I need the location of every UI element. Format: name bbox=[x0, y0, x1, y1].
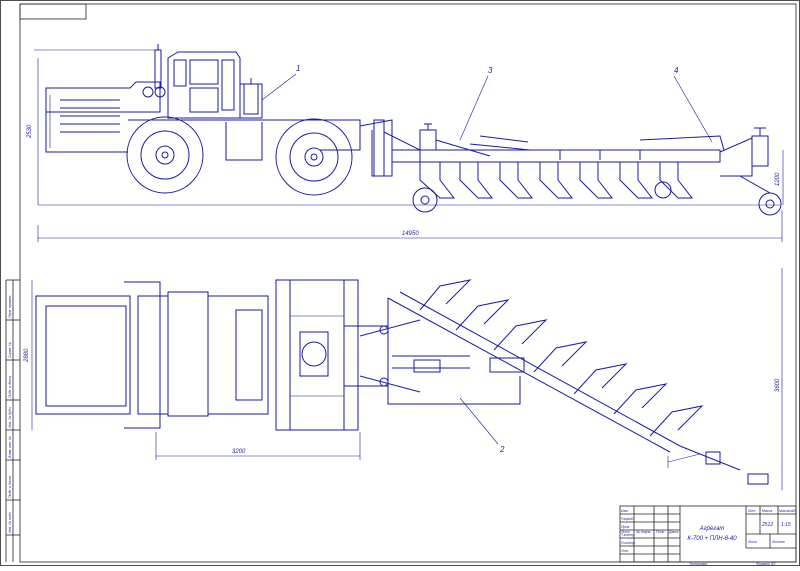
margin-label: Инв. № подл. bbox=[8, 511, 12, 533]
tb-col-label: Лист bbox=[620, 530, 630, 534]
dim-frame-height: 1200 bbox=[775, 172, 781, 186]
tb-col-label: № докум. bbox=[636, 530, 651, 534]
side-view bbox=[34, 44, 784, 242]
callout-3: 3 bbox=[488, 66, 493, 75]
tb-col-label: Подп. bbox=[656, 530, 665, 534]
tb-row-label: Т.контр. bbox=[621, 533, 635, 537]
tb-sheet-label: Лист bbox=[747, 540, 757, 544]
tb-row-label: Изм. bbox=[621, 509, 628, 513]
margin-label: Подп. и дата bbox=[8, 476, 12, 498]
margin-label: Подп. и дата bbox=[8, 376, 12, 398]
tb-scale: 1:15 bbox=[781, 522, 791, 528]
dim-working-width: 3600 bbox=[775, 378, 781, 392]
tb-header-lit: Лит. bbox=[747, 509, 756, 513]
tb-row-label: Н.контр. bbox=[621, 541, 636, 545]
tb-mass: 2512 bbox=[761, 522, 773, 528]
margin-strip: Перв. примен. Справ. № Подп. и дата Инв.… bbox=[5, 279, 20, 562]
dim-overall-length: 14950 bbox=[402, 231, 419, 237]
dim-plan-width: 2880 bbox=[24, 348, 30, 363]
margin-label: Взам. инв. № bbox=[8, 436, 12, 458]
tb-header-mass: Масса bbox=[762, 509, 772, 513]
dim-side-height: 2530 bbox=[27, 124, 33, 139]
dim-wheelbase: 3200 bbox=[232, 449, 246, 455]
margin-label: Справ. № bbox=[8, 342, 12, 358]
inner-frame bbox=[19, 3, 797, 563]
margin-label: Перв. примен. bbox=[8, 295, 12, 318]
tb-row-label: Утв. bbox=[621, 549, 629, 553]
tb-format-label: Формат А3 bbox=[756, 562, 775, 566]
tb-header-scale: Масштаб bbox=[779, 509, 796, 513]
top-stamp-box bbox=[19, 3, 87, 20]
callout-1: 1 bbox=[296, 64, 300, 73]
tb-sheets-label: Листов bbox=[771, 540, 785, 544]
plan-view bbox=[31, 268, 783, 490]
tb-title-line2: К-700 + ПЛН-8-40 bbox=[687, 536, 737, 542]
tb-col-label: Дата bbox=[668, 530, 678, 534]
callout-4: 4 bbox=[674, 66, 679, 75]
title-block bbox=[619, 505, 797, 563]
tb-row-label: Пров. bbox=[621, 525, 630, 529]
margin-label: Инв. № дубл. bbox=[8, 406, 12, 428]
tb-row-label: Разраб. bbox=[621, 517, 634, 521]
callout-2: 2 bbox=[499, 445, 505, 454]
tb-title-line1: Агрегат bbox=[699, 526, 725, 532]
tb-copied-label: Копировал bbox=[690, 562, 707, 566]
